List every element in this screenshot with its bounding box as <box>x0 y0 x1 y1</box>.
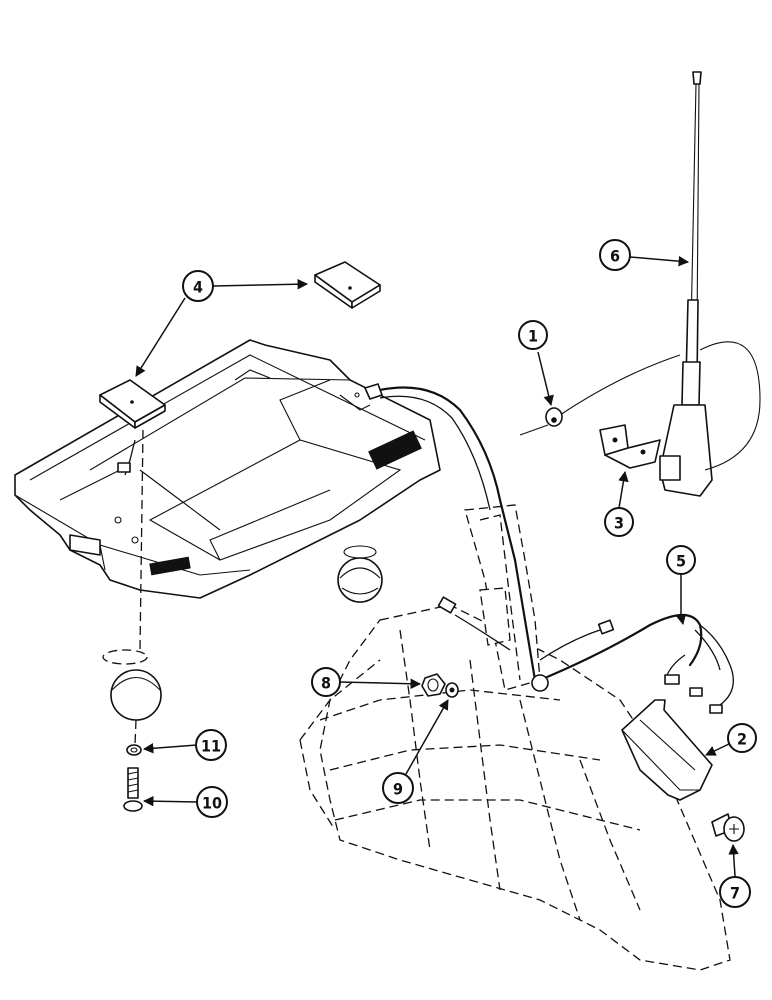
antenna-harness <box>364 383 537 682</box>
headliner-panel <box>14 339 441 599</box>
center-line-left <box>139 429 144 651</box>
callout-6: 6 <box>599 239 631 271</box>
antenna <box>659 71 761 497</box>
console-bracket <box>621 699 713 801</box>
callout-5-label: 5 <box>676 552 686 571</box>
nut <box>421 673 446 697</box>
callout-10-label: 10 <box>202 794 222 813</box>
callout-11: 11 <box>195 729 227 761</box>
callout-4: 4 <box>182 270 214 302</box>
callout-2: 2 <box>727 723 757 753</box>
speaker-left <box>102 649 162 721</box>
callout-9: 9 <box>382 772 414 804</box>
callout-10: 10 <box>196 786 228 818</box>
callout-1-label: 1 <box>528 327 538 346</box>
callout-11-label: 11 <box>201 737 221 756</box>
callout-6-label: 6 <box>610 247 620 266</box>
wiring-harness <box>437 596 734 714</box>
callout-5: 5 <box>666 545 696 575</box>
callout-9-label: 9 <box>393 780 403 799</box>
lock-washer <box>445 682 459 698</box>
mounting-pad-lower <box>99 379 166 429</box>
callout-8-label: 8 <box>321 674 331 693</box>
speaker-right <box>337 545 383 603</box>
callout-4-label: 4 <box>193 278 203 297</box>
callout-1: 1 <box>518 320 548 350</box>
callout-3-label: 3 <box>614 514 624 533</box>
antenna-bracket <box>599 424 661 469</box>
antenna-cable <box>519 354 681 436</box>
screw <box>711 813 745 842</box>
callout-8: 8 <box>311 667 341 697</box>
callout-3: 3 <box>604 507 634 537</box>
bolt <box>123 767 143 812</box>
callout-2-label: 2 <box>737 730 747 749</box>
center-line-bolt <box>134 719 137 746</box>
callout-7: 7 <box>719 876 751 908</box>
callout-7-label: 7 <box>730 884 740 903</box>
leader-lines <box>135 255 739 877</box>
cab-console-outline <box>299 504 731 971</box>
washer <box>126 744 142 756</box>
mounting-pad-upper <box>314 261 381 309</box>
